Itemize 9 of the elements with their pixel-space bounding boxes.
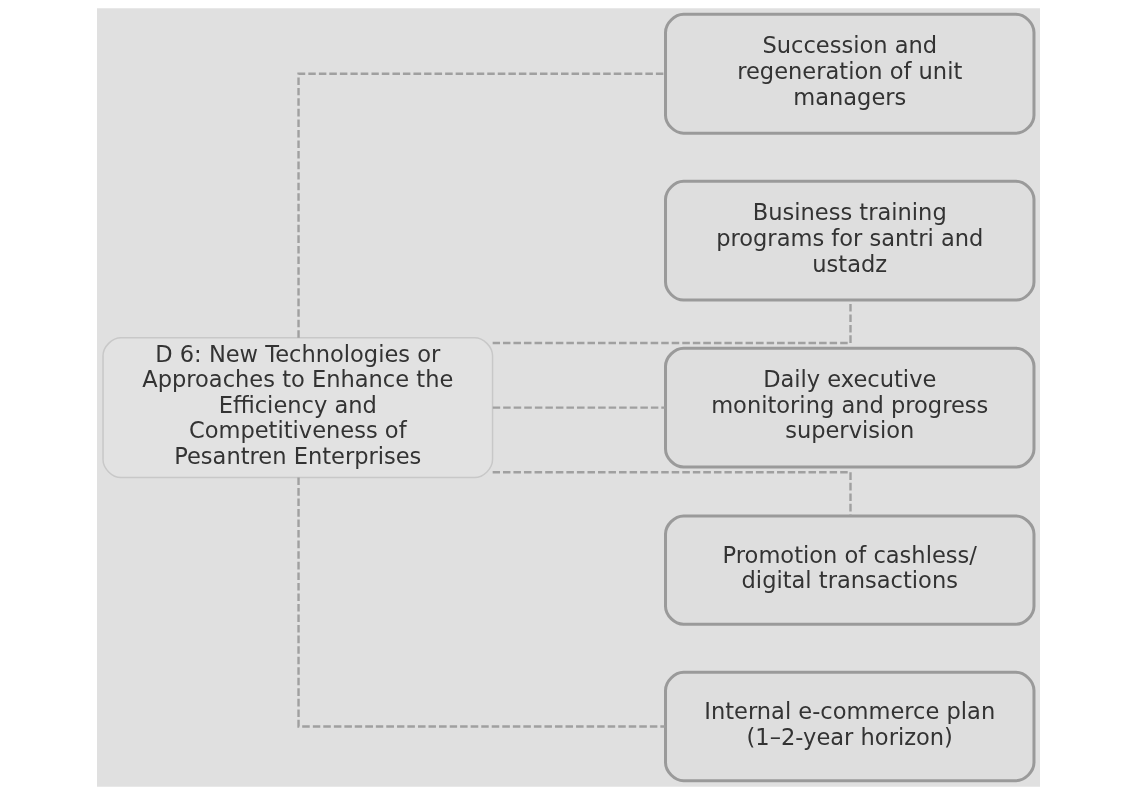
node-box: Business training programs for santri and ustadz	[663, 179, 1035, 302]
connector	[296, 72, 665, 338]
connector	[492, 406, 665, 409]
node-box: D 6: New Technologies or Approaches to Enhance the Efficiency and Competitiveness of Pesantren Enterprises	[101, 336, 493, 479]
node-box: Daily executive monitoring and progress supervision	[663, 346, 1035, 469]
node-box: Succession and regeneration of unit managers	[663, 12, 1035, 135]
node-box: Internal e-commerce plan (1–2-year horizon)	[663, 670, 1035, 783]
connector	[296, 477, 665, 728]
node-box: Promotion of cashless/ digital transactions	[663, 514, 1035, 626]
